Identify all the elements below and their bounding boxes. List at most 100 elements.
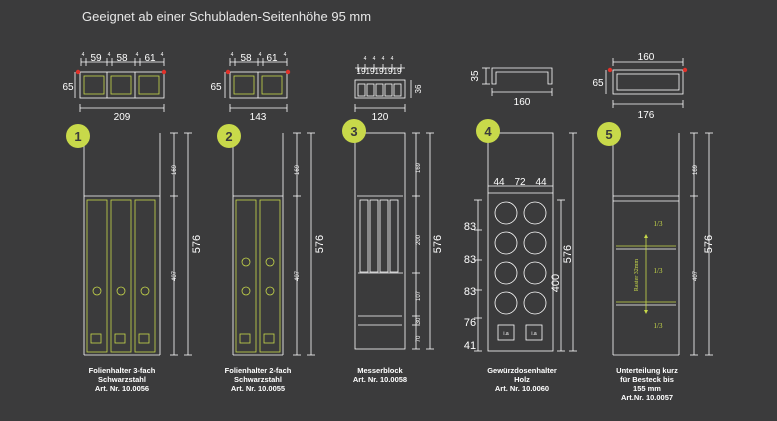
width-dim: 160 (514, 97, 531, 108)
badge-number: 1 (74, 129, 81, 144)
number-badge (217, 124, 241, 148)
product-name: Gewürzdosenhalter (487, 366, 557, 375)
number-badge (597, 122, 621, 146)
top-dim: 58 (116, 53, 128, 64)
caption-product-5: Unterteilung kurz für Besteck bis 155 mm… (587, 366, 707, 402)
product-name: Messerblock (357, 366, 403, 375)
height-dim: 83 (464, 254, 476, 266)
marker-dot (75, 69, 81, 75)
top-dim: 19 (393, 67, 402, 76)
top-dim: 59 (90, 53, 102, 64)
number-badge (66, 124, 90, 148)
product-material: Schwarzstahl (234, 375, 282, 384)
top-dim: 58 (240, 53, 252, 64)
badge-number: 5 (605, 127, 612, 142)
product-2-front-view (232, 132, 315, 356)
product-article: Art. Nr. 10.0056 (94, 384, 150, 393)
height-dim: 83 (464, 221, 476, 233)
width-dim: 120 (372, 112, 389, 123)
height-dim: 169 (693, 164, 699, 175)
height-dim: 169 (295, 164, 301, 175)
product-1-front-view (83, 132, 192, 356)
marker-dot (225, 69, 231, 75)
caption-product-3: Messerblock Art. Nr. 10.0058 (320, 366, 440, 384)
inner-height: 400 (550, 274, 562, 292)
product-5-front-view (612, 132, 713, 356)
total-height: 576 (191, 235, 203, 253)
small-dim: 4 (161, 52, 164, 58)
top-dim: 44 (535, 177, 547, 188)
product-5: 160 65 176 1/3 (592, 52, 715, 356)
top-dim: 19 (357, 67, 366, 76)
width-dim: 176 (638, 110, 655, 121)
fraction-label: 1/3 (654, 322, 663, 330)
side-dim: 36 (414, 84, 423, 93)
height-dim: 41 (464, 340, 476, 352)
badge-number: 4 (484, 124, 492, 139)
product-2: 58 61 4 4 4 65 143 (210, 52, 326, 356)
side-dim: 65 (592, 78, 604, 89)
small-dim: 4 (136, 52, 139, 58)
spice-icon-label: i.a (531, 331, 537, 337)
product-extra: 155 mm (633, 384, 661, 393)
top-dim: 19 (366, 67, 375, 76)
top-dim: 19 (375, 67, 384, 76)
spice-icon-label: i.a (503, 331, 509, 337)
product-material: Schwarzstahl (98, 375, 146, 384)
product-material: für Besteck bis (620, 375, 674, 384)
marker-dot (682, 67, 688, 73)
small-dim: 4 (364, 56, 367, 62)
product-article: Art.Nr. 10.0057 (620, 393, 674, 402)
total-height: 576 (562, 245, 574, 263)
height-dim: 70 (416, 335, 422, 342)
total-height: 576 (703, 235, 715, 253)
width-dim: 143 (250, 112, 267, 123)
small-dim: 4 (231, 52, 234, 58)
product-4-front-view (474, 132, 577, 352)
total-height: 576 (432, 235, 444, 253)
small-dim: 4 (108, 52, 111, 58)
top-dim: 44 (493, 177, 505, 188)
product-article: Art. Nr. 10.0058 (352, 375, 408, 384)
product-name: Folienhalter 2-fach (224, 366, 292, 375)
product-1-top-view (74, 58, 167, 112)
height-dim: 169 (172, 164, 178, 175)
top-dim: 19 (384, 67, 393, 76)
small-dim: 4 (373, 56, 376, 62)
height-dim: 76 (464, 317, 476, 329)
number-badge (476, 119, 500, 143)
badge-number: 3 (350, 124, 357, 139)
side-dim: 65 (62, 82, 74, 93)
product-article: Art. Nr. 10.0055 (230, 384, 286, 393)
total-height: 576 (314, 235, 326, 253)
fraction-label: 1/3 (654, 267, 663, 275)
side-dim: 35 (470, 70, 481, 82)
small-dim: 4 (382, 56, 385, 62)
marker-dot (161, 69, 167, 75)
product-4: 35 160 (464, 67, 577, 352)
product-1: 59 58 61 4 4 4 4 65 209 (62, 52, 203, 356)
side-dim: 65 (210, 82, 222, 93)
number-badge (342, 119, 366, 143)
product-3: 19 19 19 19 19 4 4 4 4 36 120 (342, 56, 444, 350)
height-dim: 407 (295, 270, 301, 281)
small-dim: 4 (391, 56, 394, 62)
height-dim: 30 (416, 317, 422, 324)
product-material: Holz (514, 375, 530, 384)
height-dim: 407 (172, 270, 178, 281)
height-dim: 83 (464, 286, 476, 298)
marker-dot (285, 69, 291, 75)
product-3-top-view (354, 64, 412, 112)
top-dim: 61 (144, 53, 156, 64)
top-dim: 72 (514, 177, 526, 188)
marker-dot (607, 67, 613, 73)
product-2-top-view (224, 58, 291, 112)
product-article: Art. Nr. 10.0060 (494, 384, 550, 393)
small-dim: 4 (259, 52, 262, 58)
product-name: Unterteilung kurz (616, 366, 678, 375)
raster-label: Raster 32mm (634, 259, 640, 291)
height-dim: 107 (416, 290, 422, 301)
height-dim: 200 (416, 234, 422, 245)
caption-product-4: Gewürzdosenhalter Holz Art. Nr. 10.0060 (462, 366, 582, 393)
